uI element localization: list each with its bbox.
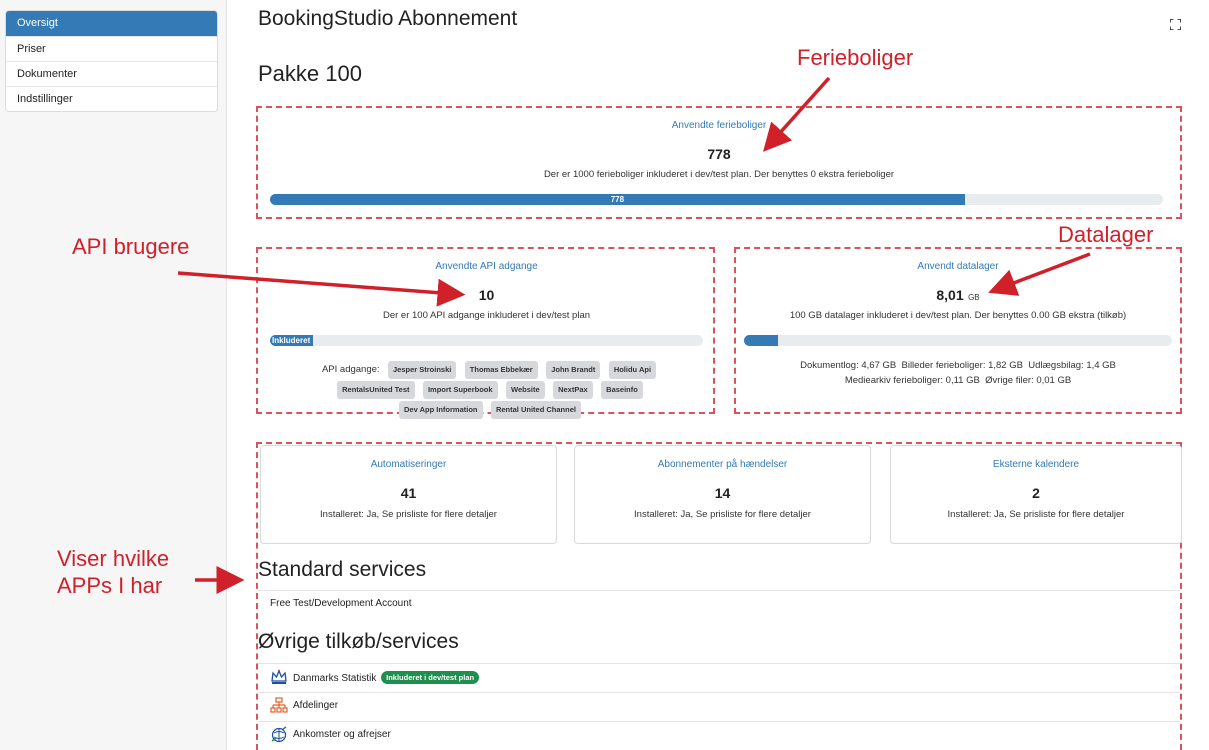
service-description: Installeret: Ja, Se prisliste for flere …: [634, 509, 811, 520]
holiday-homes-highlight: [256, 106, 1182, 219]
api-card: Anvendte API adgange 10 Der er 100 API a…: [270, 247, 703, 419]
sidebar-nav: Oversigt Priser Dokumenter Indstillinger: [5, 10, 218, 112]
list-item: Free Test/Development Account: [258, 590, 1180, 616]
storage-breakdown-line2: Mediearkiv ferieboliger: 0,11 GB Øvrige …: [844, 375, 1072, 386]
api-users: API adgange: Jesper Stroinski Thomas Ebb…: [310, 360, 670, 420]
annotation-datalager: Datalager: [1058, 222, 1154, 247]
list-item: Danmarks Statistik Inkluderet i dev/test…: [258, 663, 1180, 692]
fullscreen-icon[interactable]: [1170, 19, 1181, 30]
sidebar-item-oversigt[interactable]: Oversigt: [6, 11, 217, 36]
holiday-homes-progress: 778: [270, 194, 1163, 205]
api-user-tag: John Brandt: [546, 361, 601, 379]
api-user-tag: NextPax: [553, 381, 593, 399]
api-user-tag: Rental United Channel: [490, 401, 581, 419]
storage-title: Anvendt datalager: [917, 261, 999, 272]
storage-breakdown-line1: Dokumentlog: 4,67 GB Billeder feriebolig…: [800, 360, 1116, 371]
service-value: 14: [714, 485, 731, 501]
annotation-api-brugere: API brugere: [72, 234, 190, 259]
status-badge: Inkluderet i dev/test plan: [381, 671, 480, 684]
api-progress-fill: Inkluderet: [270, 335, 314, 346]
service-description: Installeret: Ja, Se prisliste for flere …: [320, 509, 497, 520]
api-user-tag: Jesper Stroinski: [387, 361, 457, 379]
storage-unit: GB: [968, 293, 980, 302]
api-user-tag: Dev App Information: [399, 401, 483, 419]
storage-progress: [744, 335, 1172, 346]
service-card-external-calendars[interactable]: Eksterne kalendere 2 Installeret: Ja, Se…: [890, 445, 1182, 544]
service-description: Installeret: Ja, Se prisliste for flere …: [947, 509, 1125, 520]
list-item: Afdelinger: [258, 692, 1180, 721]
holiday-homes-progress-fill: 778: [270, 194, 965, 205]
annotation-apps-line2: APPs I har: [57, 573, 163, 598]
page-title: BookingStudio Abonnement: [258, 7, 518, 30]
sidebar-item-dokumenter[interactable]: Dokumenter: [6, 61, 217, 86]
api-title: Anvendte API adgange: [435, 261, 538, 272]
api-user-tag: Baseinfo: [601, 381, 643, 399]
annotation-apps-line1: Viser hvilke: [57, 546, 170, 571]
standard-services-title: Standard services: [258, 558, 427, 581]
service-title: Eksterne kalendere: [992, 459, 1080, 470]
main-content: BookingStudio Abonnement Pakke 100 Anven…: [228, 0, 1209, 750]
holiday-homes-card: Anvendte ferieboliger 778 Der er 1000 fe…: [270, 106, 1168, 219]
sidebar-item-indstillinger[interactable]: Indstillinger: [6, 86, 217, 111]
service-value: 2: [1032, 485, 1040, 501]
api-user-tag: Import Superbook: [422, 381, 498, 399]
storage-highlight: [734, 247, 1182, 414]
crown-icon: [270, 668, 288, 686]
list-item: Ankomster og afrejser: [258, 721, 1180, 750]
list-item-label: Free Test/Development Account: [270, 598, 412, 609]
org-chart-icon: [270, 697, 288, 715]
api-progress: Inkluderet: [270, 335, 703, 346]
api-user-tag: Thomas Ebbekær: [464, 361, 538, 379]
service-card-subscriptions[interactable]: Abonnementer på hændelser 14 Installeret…: [574, 445, 871, 544]
service-title: Abonnementer på hændelser: [657, 459, 788, 470]
api-description: Der er 100 API adgange inkluderet i dev/…: [382, 310, 591, 321]
storage-description: 100 GB datalager inkluderet i dev/test p…: [789, 310, 1127, 321]
annotation-ferieboliger: Ferieboliger: [797, 45, 914, 70]
storage-value: 8,01: [936, 287, 964, 303]
service-card-automations[interactable]: Automatiseringer 41 Installeret: Ja, Se …: [260, 445, 557, 544]
api-value: 10: [478, 287, 495, 303]
api-user-tag: Website: [506, 381, 545, 399]
storage-card: Anvendt datalager 8,01 GB 100 GB datalag…: [744, 247, 1172, 414]
sidebar: Oversigt Priser Dokumenter Indstillinger: [0, 0, 227, 750]
storage-value-wrap: 8,01 GB: [744, 287, 1172, 305]
api-users-label: API adgange:: [321, 364, 380, 375]
api-highlight: [256, 247, 715, 414]
globe-arrows-icon: [270, 726, 288, 744]
holiday-homes-value: 778: [707, 146, 731, 162]
sidebar-item-priser[interactable]: Priser: [6, 36, 217, 61]
apps-highlight: [256, 442, 1182, 750]
service-value: 41: [400, 485, 417, 501]
holiday-homes-title: Anvendte ferieboliger: [671, 120, 767, 131]
service-title: Automatiseringer: [370, 459, 447, 470]
storage-progress-fill: [744, 335, 779, 346]
api-user-tag: Holidu Api: [608, 361, 657, 379]
api-user-tag: RentalsUnited Test: [337, 381, 415, 399]
other-services-title: Øvrige tilkøb/services: [258, 630, 459, 653]
list-item-label: Ankomster og afrejser: [293, 729, 391, 740]
list-item-label: Danmarks Statistik: [293, 673, 377, 684]
holiday-homes-description: Der er 1000 ferieboliger inkluderet i de…: [543, 169, 895, 180]
package-title: Pakke 100: [258, 61, 362, 86]
list-item-label: Afdelinger: [293, 700, 339, 711]
